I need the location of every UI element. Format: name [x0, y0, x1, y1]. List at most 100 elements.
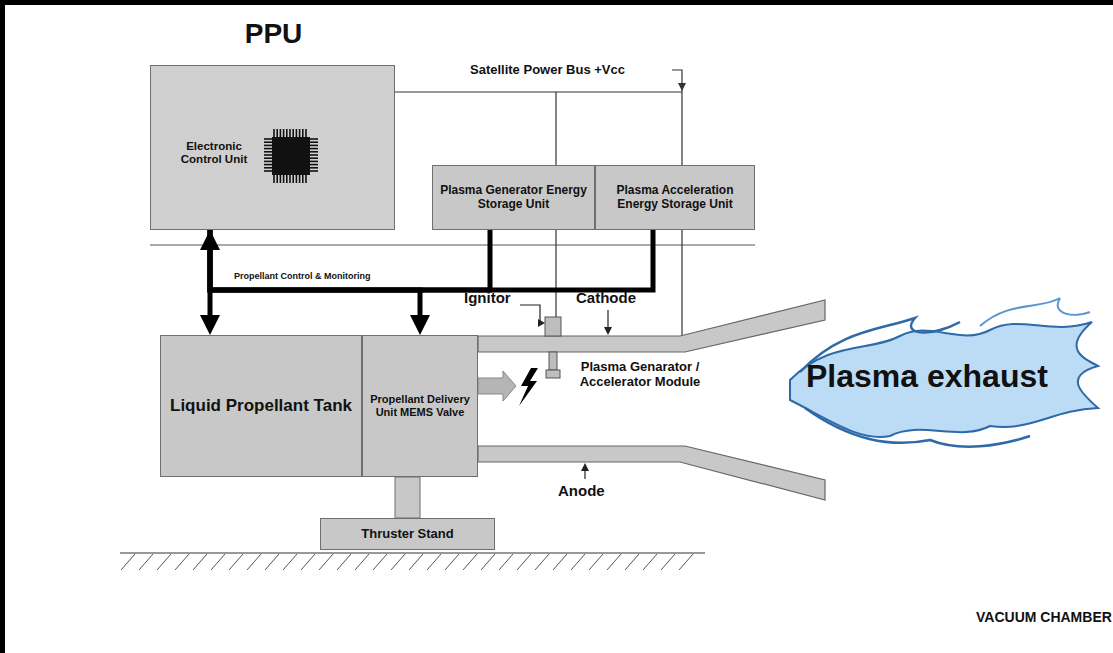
hatch-stroke — [247, 554, 261, 570]
leader-line — [584, 470, 585, 479]
hatch-stroke — [409, 554, 423, 570]
chip-pin — [276, 129, 278, 137]
ignitor-tip — [546, 370, 560, 378]
hatch-stroke — [517, 554, 531, 570]
tank-box: Liquid Propellant Tank — [160, 335, 362, 477]
plasma-flame — [790, 322, 1098, 437]
frame-border — [0, 0, 5, 653]
chip-pin — [302, 175, 304, 183]
leader-arrowhead — [604, 327, 612, 335]
chip-pin — [296, 129, 298, 137]
hatch-stroke — [157, 554, 171, 570]
chip-pin — [310, 141, 318, 143]
box-label: Thruster Stand — [361, 527, 453, 542]
hatch-stroke — [355, 554, 369, 570]
power-bus-wire — [555, 92, 556, 165]
chip-pin — [264, 138, 272, 140]
hatch-stroke — [661, 554, 675, 570]
plasma-flame — [805, 408, 1030, 447]
box-label: Plasma Generator Energy Storage Unit — [437, 184, 590, 212]
part-label: Ignitor — [464, 289, 511, 306]
storage-box: Plasma Generator Energy Storage Unit — [432, 165, 595, 230]
chip-pin — [286, 175, 288, 183]
chip-pin — [264, 157, 272, 159]
hatch-stroke — [553, 554, 567, 570]
box-label: Propellant Delivery Unit MEMS Valve — [367, 393, 473, 418]
chip-pin — [280, 129, 282, 137]
bus-label: Satellite Power Bus +Vcc — [470, 63, 625, 78]
chip-pin — [292, 175, 294, 183]
hatch-stroke — [301, 554, 315, 570]
leader-line — [607, 310, 608, 328]
hatch-stroke — [391, 554, 405, 570]
ignitor-wire — [555, 230, 556, 317]
chip-body — [272, 137, 310, 175]
hatch-stroke — [679, 554, 693, 570]
cathode-tube — [478, 300, 825, 352]
chip-pin — [305, 129, 307, 137]
hatch-stroke — [427, 554, 441, 570]
hatch-stroke — [211, 554, 225, 570]
hatch-stroke — [229, 554, 243, 570]
ground-hatching — [121, 554, 693, 570]
power-bus-wire — [395, 91, 682, 92]
cathode-wire — [681, 230, 682, 337]
storage-box: Plasma Acceleration Energy Storage Unit — [595, 165, 755, 230]
hatch-stroke — [625, 554, 639, 570]
hatch-stroke — [337, 554, 351, 570]
anode-tube — [478, 446, 825, 500]
chip-pin — [310, 167, 318, 169]
chip-pin — [310, 154, 318, 156]
chip-pin — [264, 161, 272, 163]
chamber-label: VACUUM CHAMBER — [976, 609, 1112, 625]
chip-pin — [289, 129, 291, 137]
hatch-stroke — [481, 554, 495, 570]
hatch-stroke — [499, 554, 513, 570]
chip-pin — [273, 175, 275, 183]
chip-pin — [310, 151, 318, 153]
box-label: Plasma Acceleration Energy Storage Unit — [600, 184, 750, 212]
stand-post — [395, 477, 420, 518]
chip-pin — [264, 151, 272, 153]
hatch-stroke — [535, 554, 549, 570]
ignitor-rod — [549, 352, 557, 370]
chip-pin — [310, 164, 318, 166]
chip-pin — [264, 164, 272, 166]
hatch-stroke — [193, 554, 207, 570]
chip-pin — [286, 129, 288, 137]
ppu-box: PPUElectronic Control Unit — [150, 65, 395, 230]
chip-pin — [310, 157, 318, 159]
chip-pin — [299, 175, 301, 183]
leader-arrowhead — [581, 463, 589, 471]
hatch-stroke — [463, 554, 477, 570]
chip-pin — [299, 129, 301, 137]
hatch-stroke — [283, 554, 297, 570]
chip-pin — [310, 161, 318, 163]
hatch-stroke — [121, 554, 135, 570]
chip-pin — [310, 145, 318, 147]
chip-pin — [296, 175, 298, 183]
frame-border — [0, 0, 1113, 5]
chip-pin — [264, 170, 272, 172]
plasma-flame — [980, 298, 1090, 326]
hatch-stroke — [175, 554, 189, 570]
hatch-stroke — [445, 554, 459, 570]
chip-pin — [264, 154, 272, 156]
chip-pin — [305, 175, 307, 183]
chip-pin — [310, 138, 318, 140]
valve-box: Propellant Delivery Unit MEMS Valve — [362, 335, 478, 477]
module-label: Plasma Genarator / Accelerator Module — [565, 360, 715, 390]
hatch-stroke — [589, 554, 603, 570]
chip-pin — [280, 175, 282, 183]
exhaust-label: Plasma exhaust — [806, 358, 1048, 395]
hatch-stroke — [373, 554, 387, 570]
chip-pin — [289, 175, 291, 183]
part-label: Anode — [558, 482, 605, 499]
chip-pin — [264, 148, 272, 150]
ignitor-body — [545, 317, 561, 336]
hatch-stroke — [265, 554, 279, 570]
box-label: Liquid Propellant Tank — [170, 396, 352, 416]
control-arrow — [210, 230, 420, 327]
chip-pin — [264, 141, 272, 143]
